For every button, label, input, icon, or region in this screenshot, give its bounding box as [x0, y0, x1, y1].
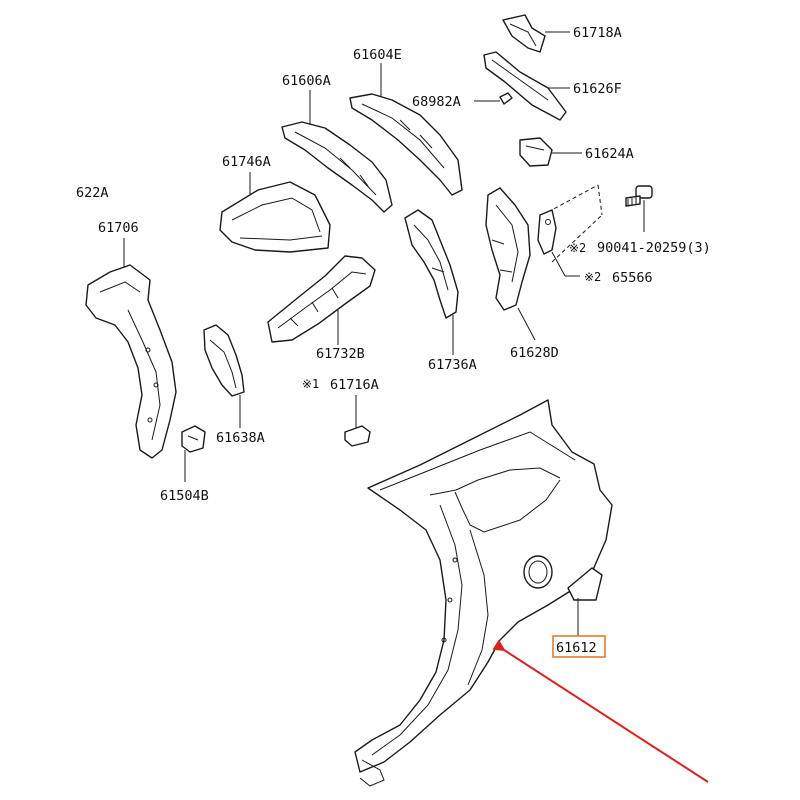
label-61624A: 61624A — [585, 146, 634, 162]
part-61706[interactable] — [85, 264, 177, 459]
label-61716A: 61716A — [330, 377, 379, 393]
part-61612-quarter-panel[interactable] — [354, 399, 613, 787]
label-61746A: 61746A — [222, 154, 271, 170]
part-61746A[interactable] — [219, 181, 331, 253]
label-68982A: 68982A — [412, 94, 461, 110]
label-61638A: 61638A — [216, 430, 265, 446]
label-61606A: 61606A — [282, 73, 331, 89]
highlight-box-61612 — [552, 635, 606, 658]
label-61612: 61612 — [556, 640, 597, 656]
label-61504B: 61504B — [160, 488, 209, 504]
part-61606A[interactable] — [281, 121, 393, 213]
part-61624A[interactable] — [519, 137, 553, 167]
label-90041-20259: 90041-20259(3) — [597, 240, 711, 256]
label-61626F: 61626F — [573, 81, 622, 97]
label-61736A: 61736A — [428, 357, 477, 373]
note-mark-61716A: ※1 — [302, 377, 319, 391]
part-61626F[interactable] — [483, 51, 567, 121]
part-65566[interactable] — [537, 209, 557, 255]
part-61604E[interactable] — [349, 93, 463, 196]
note-mark-90041: ※2 — [569, 241, 586, 255]
label-61732B: 61732B — [316, 346, 365, 362]
part-61628D[interactable] — [485, 187, 531, 311]
label-61718A: 61718A — [573, 25, 622, 41]
part-61732B[interactable] — [267, 255, 376, 343]
part-61638A[interactable] — [203, 324, 245, 397]
part-61504B[interactable] — [181, 425, 206, 453]
part-68982A[interactable] — [499, 92, 513, 105]
label-61604E: 61604E — [353, 47, 402, 63]
part-61736A[interactable] — [404, 209, 459, 319]
part-61718A[interactable] — [502, 14, 546, 53]
label-61706: 61706 — [98, 220, 139, 236]
part-90041-20259[interactable] — [625, 185, 653, 207]
red-pointer-arrow — [492, 639, 709, 783]
label-622A: 622A — [76, 185, 109, 201]
note-mark-65566: ※2 — [584, 270, 601, 284]
part-61716A[interactable] — [344, 425, 371, 447]
label-65566: 65566 — [612, 270, 653, 286]
label-61628D: 61628D — [510, 345, 559, 361]
